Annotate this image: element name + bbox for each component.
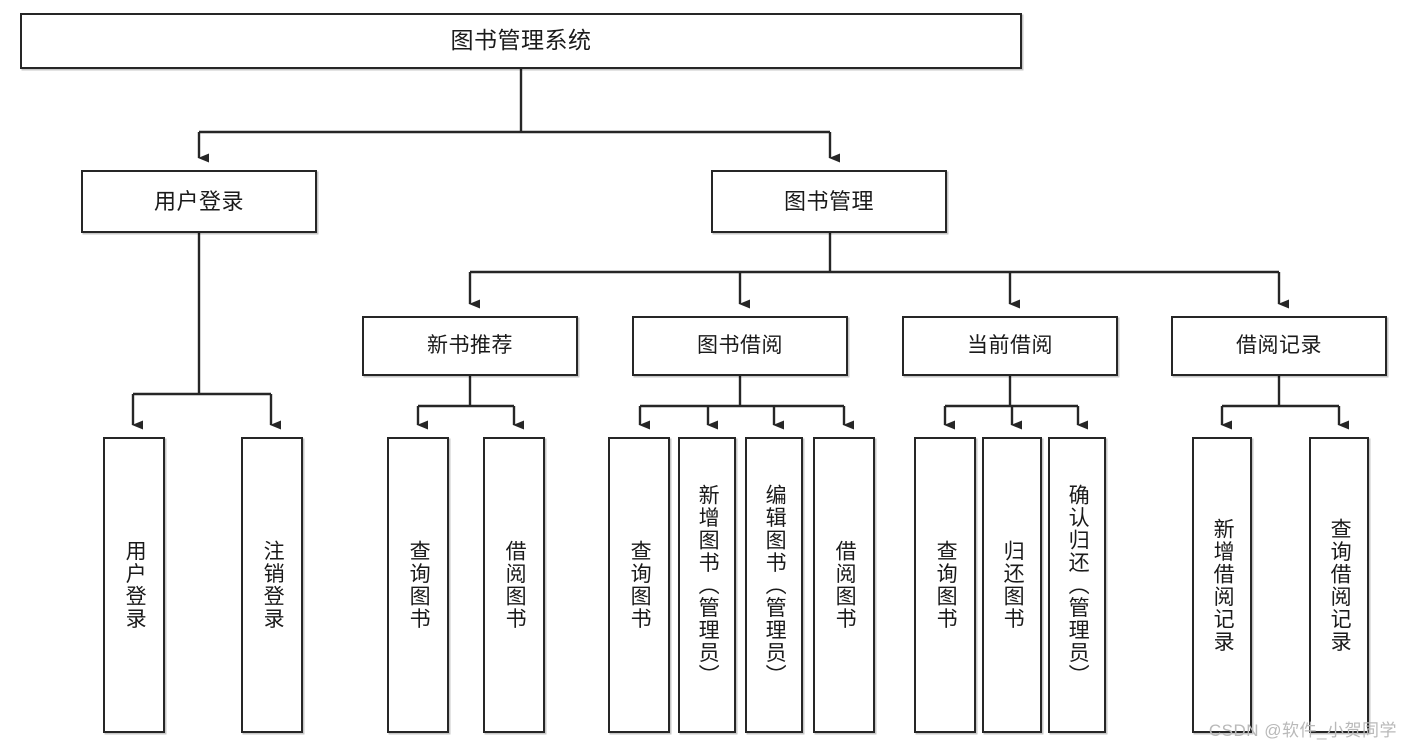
node-leaf-user-login[interactable]: 用户登录: [103, 437, 165, 733]
node-leaf-add-record[interactable]: 新增借阅记录: [1192, 437, 1252, 733]
node-leaf-query-book-2-label: 查询图书: [628, 540, 652, 630]
node-leaf-confirm-return[interactable]: 确认归还（管理员）: [1048, 437, 1106, 733]
node-leaf-query-book-1[interactable]: 查询图书: [387, 437, 449, 733]
node-leaf-return-book-label: 归还图书: [1001, 540, 1025, 630]
node-leaf-add-record-label: 新增借阅记录: [1211, 517, 1235, 653]
node-leaf-logout-label: 注销登录: [261, 540, 285, 630]
node-root[interactable]: 图书管理系统: [20, 13, 1022, 69]
node-leaf-query-book-3[interactable]: 查询图书: [914, 437, 976, 733]
node-leaf-borrow-book-2-label: 借阅图书: [833, 540, 857, 630]
node-current-borrow[interactable]: 当前借阅: [902, 316, 1118, 376]
node-user-login-label: 用户登录: [153, 188, 244, 214]
node-user-login[interactable]: 用户登录: [81, 170, 317, 233]
node-book-borrow[interactable]: 图书借阅: [632, 316, 848, 376]
node-book-borrow-label: 图书借阅: [697, 333, 783, 357]
node-leaf-edit-book[interactable]: 编辑图书（管理员）: [745, 437, 803, 733]
node-leaf-query-book-2[interactable]: 查询图书: [608, 437, 670, 733]
node-leaf-query-record[interactable]: 查询借阅记录: [1309, 437, 1369, 733]
node-leaf-query-record-label: 查询借阅记录: [1328, 517, 1352, 653]
node-leaf-borrow-book-1[interactable]: 借阅图书: [483, 437, 545, 733]
node-book-manage[interactable]: 图书管理: [711, 170, 947, 233]
node-borrow-record-label: 借阅记录: [1236, 333, 1322, 357]
node-leaf-borrow-book-1-label: 借阅图书: [503, 540, 527, 630]
node-leaf-add-book[interactable]: 新增图书（管理员）: [678, 437, 736, 733]
node-leaf-edit-book-label: 编辑图书（管理员）: [763, 483, 787, 687]
node-current-borrow-label: 当前借阅: [967, 333, 1053, 357]
node-leaf-borrow-book-2[interactable]: 借阅图书: [813, 437, 875, 733]
node-leaf-user-login-label: 用户登录: [123, 540, 147, 630]
node-leaf-add-book-label: 新增图书（管理员）: [696, 483, 720, 687]
node-new-book-recommend[interactable]: 新书推荐: [362, 316, 578, 376]
node-leaf-logout[interactable]: 注销登录: [241, 437, 303, 733]
node-leaf-query-book-1-label: 查询图书: [407, 540, 431, 630]
csdn-watermark: CSDN @软件_小贺同学: [1208, 721, 1397, 740]
node-book-manage-label: 图书管理: [783, 188, 874, 214]
node-new-book-recommend-label: 新书推荐: [427, 333, 513, 357]
node-leaf-query-book-3-label: 查询图书: [934, 540, 958, 630]
node-borrow-record[interactable]: 借阅记录: [1171, 316, 1387, 376]
node-leaf-return-book[interactable]: 归还图书: [982, 437, 1042, 733]
node-root-label: 图书管理系统: [450, 27, 592, 54]
node-leaf-confirm-return-label: 确认归还（管理员）: [1066, 483, 1090, 687]
